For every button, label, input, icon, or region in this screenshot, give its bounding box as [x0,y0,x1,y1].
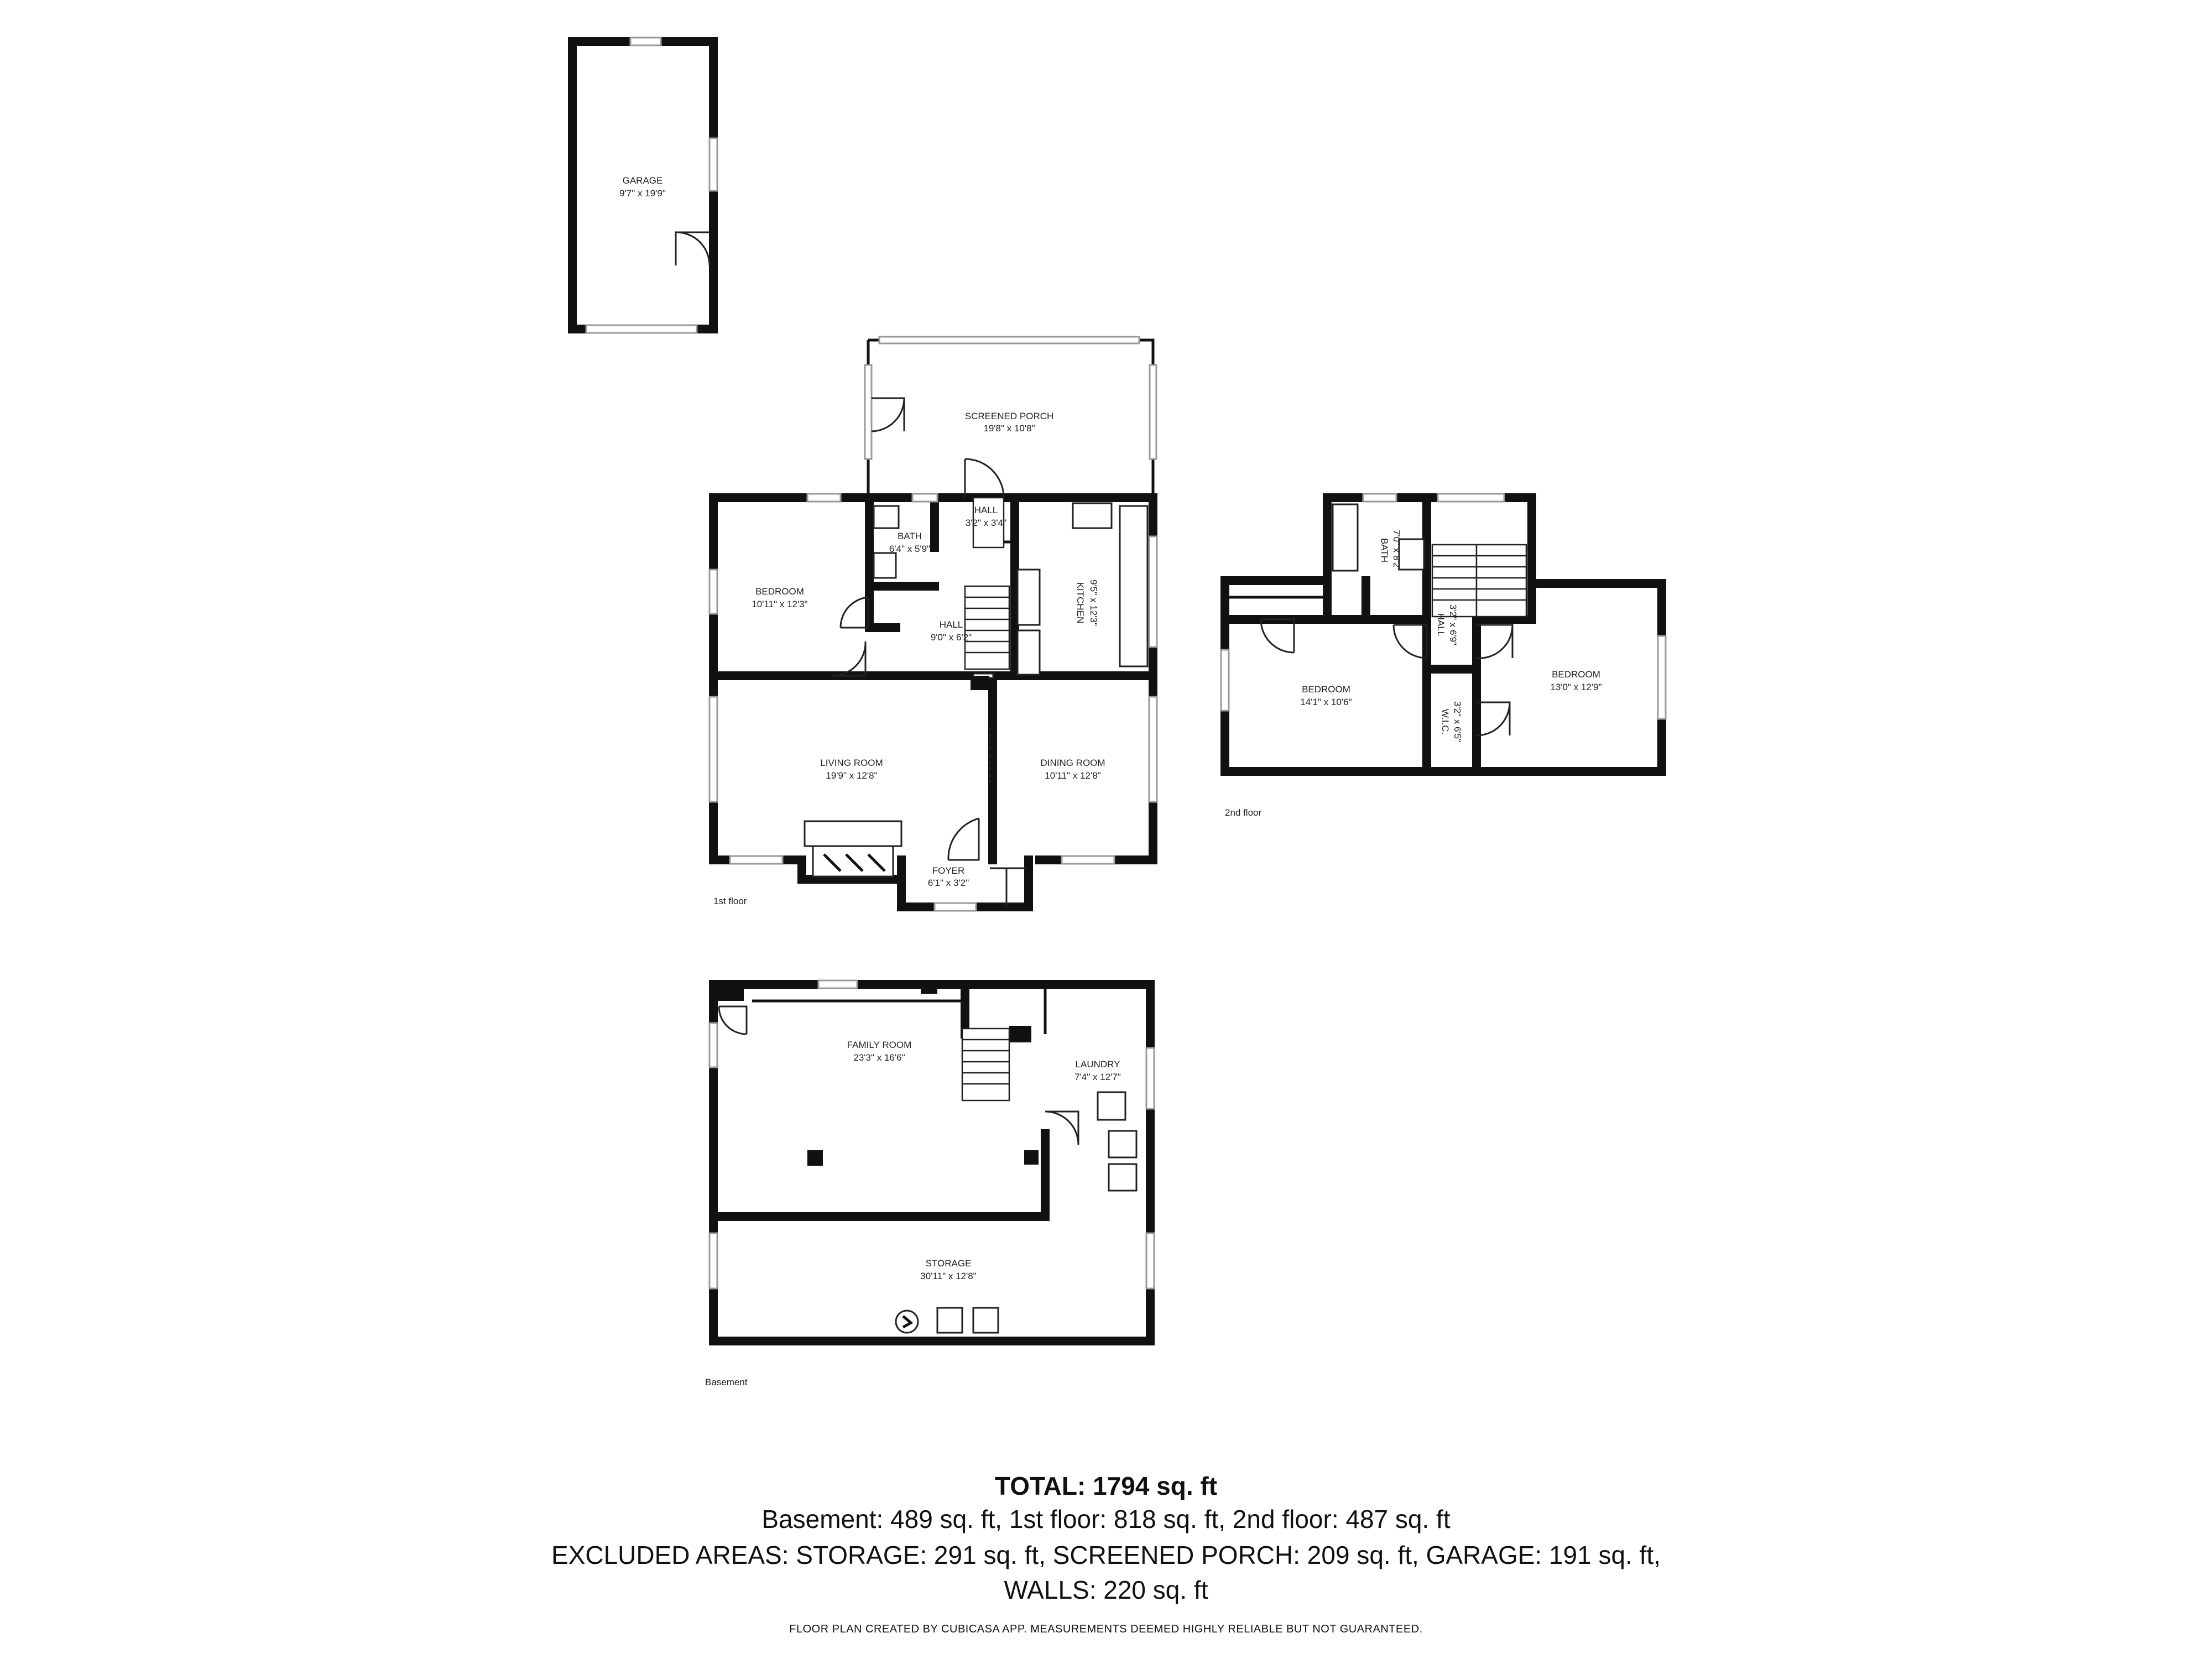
laundry-dimensions: 7'4" x 12'7" [1074,1072,1121,1082]
second-floor-structure [1220,493,1667,776]
garage-structure [568,36,718,334]
dining-room-label: DINING ROOM [1040,758,1105,768]
bath-second-floor-dimensions: 7'0" x 8'2" [1391,530,1402,571]
first-floor-structure [708,336,1158,912]
bedroom-second-floor-left-dimensions: 14'1" x 10'6" [1300,697,1352,707]
family-room-label: FAMILY ROOM [847,1040,912,1050]
bedroom-second-floor-left-label: BEDROOM [1302,684,1350,695]
walls-area: WALLS: 220 sq. ft [1004,1575,1208,1604]
bath-first-floor-label: BATH [898,531,922,541]
storage-dimensions: 30'11" x 12'8" [920,1271,976,1281]
basement-label: Basement [705,1377,748,1387]
basement-structure [708,979,1155,1345]
walk-in-closet-label: W.I.C. [1440,709,1451,734]
hall-first-floor-top-dimensions: 3'2" x 3'4" [966,518,1006,528]
walk-in-closet-dimensions: 3'2" x 6'5" [1452,701,1463,742]
living-room-label: LIVING ROOM [820,758,883,768]
foyer-label: FOYER [932,865,965,876]
first-floor-label: 1st floor [713,896,747,906]
kitchen-label: KITCHEN [1075,582,1086,624]
bedroom-second-floor-right-label: BEDROOM [1552,669,1600,680]
disclaimer: FLOOR PLAN CREATED BY CUBICASA APP. MEAS… [789,1623,1423,1635]
excluded-areas: EXCLUDED AREAS: STORAGE: 291 sq. ft, SCR… [551,1541,1661,1569]
bath-first-floor-dimensions: 6'4" x 5'9" [889,544,930,554]
total-area: TOTAL: 1794 sq. ft [994,1472,1218,1500]
floor-area-breakdown: Basement: 489 sq. ft, 1st floor: 818 sq.… [761,1505,1451,1533]
garage-dimensions: 9'7" x 19'9" [619,188,666,199]
kitchen-dimensions: 9'5" x 12'3" [1088,580,1099,626]
hall-second-floor-dimensions: 3'2" x 6'9" [1448,604,1458,645]
screened-porch-dimensions: 19'8" x 10'8" [983,423,1035,434]
living-room-dimensions: 19'9" x 12'8" [826,770,877,781]
family-room-dimensions: 23'3" x 16'6" [853,1052,905,1063]
bedroom-first-floor-label: BEDROOM [755,586,804,597]
bedroom-second-floor-right-dimensions: 13'0" x 12'9" [1550,682,1601,692]
hall-second-floor-label: HALL [1436,613,1446,637]
foyer-dimensions: 6'1" x 3'2" [928,878,969,888]
dining-room-dimensions: 10'11" x 12'8" [1045,770,1100,781]
hall-first-floor-dimensions: 9'0" x 6'2" [931,632,972,643]
hall-first-floor-top-label: HALL [974,505,998,515]
bedroom-first-floor-dimensions: 10'11" x 12'3" [752,599,807,609]
storage-label: STORAGE [926,1258,972,1269]
bath-second-floor-label: BATH [1379,538,1390,562]
laundry-label: LAUNDRY [1076,1059,1120,1070]
second-floor-label: 2nd floor [1225,807,1261,818]
screened-porch-label: SCREENED PORCH [965,411,1054,421]
garage-label: GARAGE [623,175,663,186]
hall-first-floor-label: HALL [940,619,963,630]
